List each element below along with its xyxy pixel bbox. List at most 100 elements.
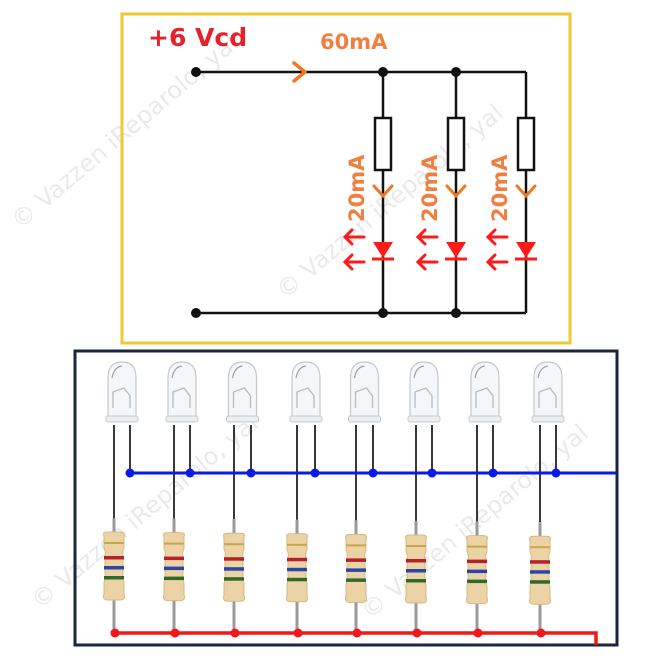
- resistor-symbol: [373, 116, 393, 172]
- rail-dot: [427, 468, 437, 478]
- resistor-component: [405, 534, 427, 604]
- light-emission-icon: [342, 228, 366, 271]
- resistor-component: [345, 533, 367, 603]
- branch-current-label: 20mA: [345, 154, 369, 222]
- resistor-band-gold: [406, 545, 426, 547]
- branch-current-arrow-icon: [515, 184, 537, 199]
- resistor-symbol: [516, 116, 536, 172]
- light-emission-icon: [485, 228, 509, 271]
- resistor-band-green: [346, 578, 366, 582]
- supply-voltage-label: +6 Vcd: [148, 23, 247, 52]
- resistor-band-gold: [287, 543, 307, 546]
- resistor-band-blue: [164, 566, 184, 571]
- schematic-panel: +6 Vcd 60mA 20mA: [120, 12, 572, 345]
- led-symbol-icon: [446, 242, 466, 258]
- resistor-band-green: [530, 580, 550, 584]
- resistor-band-blue: [346, 568, 366, 572]
- resistor-band-blue: [287, 567, 307, 572]
- led-resistor-array: [103, 361, 565, 633]
- resistor-band-red: [346, 558, 366, 562]
- resistor-component: [223, 532, 245, 602]
- led-component: [531, 361, 565, 423]
- breadboard-panel: [73, 349, 619, 647]
- led-component: [468, 361, 502, 423]
- junction-dot: [378, 308, 388, 318]
- led-component: [105, 361, 139, 423]
- led-component: [165, 361, 199, 423]
- led-resistor-pair: [529, 361, 565, 633]
- resistor-band-red: [164, 556, 184, 561]
- rail-dot: [352, 628, 362, 638]
- current-arrow-icon: [292, 61, 307, 83]
- resistor-band-gold: [224, 543, 244, 546]
- resistor-component: [103, 531, 125, 601]
- branch-current-arrow-icon: [372, 184, 394, 199]
- junction-dot: [451, 308, 461, 318]
- led-resistor-pair: [345, 361, 381, 633]
- resistor-band-green: [406, 579, 426, 583]
- rail-dot: [125, 468, 135, 478]
- resistor-band-blue: [104, 566, 124, 570]
- rail-dot: [551, 468, 561, 478]
- rail-dot: [185, 468, 195, 478]
- negative-rail-dots: [125, 468, 561, 478]
- resistor-band-red: [406, 559, 426, 563]
- rail-dot: [110, 628, 120, 638]
- branch-2: 20mA: [415, 67, 467, 318]
- resistor-band-red: [224, 557, 244, 561]
- breadboard-border: [73, 349, 619, 647]
- resistor-band-blue: [467, 569, 487, 574]
- rail-dot: [412, 628, 422, 638]
- watermark-text: © Vazzen iReparolo, yal: [6, 29, 244, 235]
- schematic-border: [120, 12, 572, 345]
- branch-1: 20mA: [342, 67, 394, 318]
- branch-current-label: 20mA: [418, 154, 442, 222]
- branch-current-label: 20mA: [488, 154, 512, 222]
- resistor-band-red: [530, 560, 550, 564]
- led-resistor-pair: [223, 361, 259, 633]
- resistor-band-gold: [104, 542, 124, 544]
- resistor-symbol: [446, 116, 466, 172]
- resistor-component: [163, 532, 185, 602]
- resistor-component: [529, 535, 551, 605]
- branch-3: 20mA: [485, 72, 537, 313]
- positive-terminal: [191, 67, 201, 77]
- resistor-band-green: [287, 577, 307, 582]
- resistor-band-gold: [164, 542, 184, 545]
- rail-dot: [536, 628, 546, 638]
- resistor-band-blue: [530, 570, 550, 574]
- led-resistor-pair: [103, 361, 139, 633]
- positive-rail-dots: [110, 628, 546, 638]
- rail-dot: [170, 628, 180, 638]
- resistor-band-green: [104, 576, 124, 580]
- led-symbol-icon: [373, 242, 393, 258]
- led-component: [348, 361, 381, 423]
- resistor-component: [466, 535, 488, 605]
- led-resistor-pair: [405, 361, 441, 633]
- junction-dot: [378, 67, 388, 77]
- total-current-label: 60mA: [320, 30, 388, 54]
- positive-rail: [114, 631, 598, 645]
- led-resistor-pair: [466, 361, 502, 633]
- resistor-band-green: [224, 577, 244, 581]
- resistor-band-gold: [530, 546, 550, 549]
- branch-current-arrow-icon: [445, 184, 467, 199]
- led-component: [226, 361, 259, 423]
- rail-dot: [368, 468, 378, 478]
- rail-dot: [473, 628, 483, 638]
- resistor-band-blue: [224, 567, 244, 571]
- resistor-component: [286, 533, 308, 603]
- resistor-band-green: [164, 576, 184, 581]
- rail-dot: [230, 628, 240, 638]
- led-resistor-pair: [163, 361, 199, 633]
- rail-dot: [488, 468, 498, 478]
- rail-dot: [293, 628, 303, 638]
- rail-dot: [246, 468, 256, 478]
- resistor-band-gold: [467, 545, 487, 548]
- resistor-band-red: [104, 556, 124, 560]
- negative-terminal: [191, 308, 201, 318]
- led-component: [407, 361, 441, 423]
- junction-dot: [451, 67, 461, 77]
- rail-dot: [310, 468, 320, 478]
